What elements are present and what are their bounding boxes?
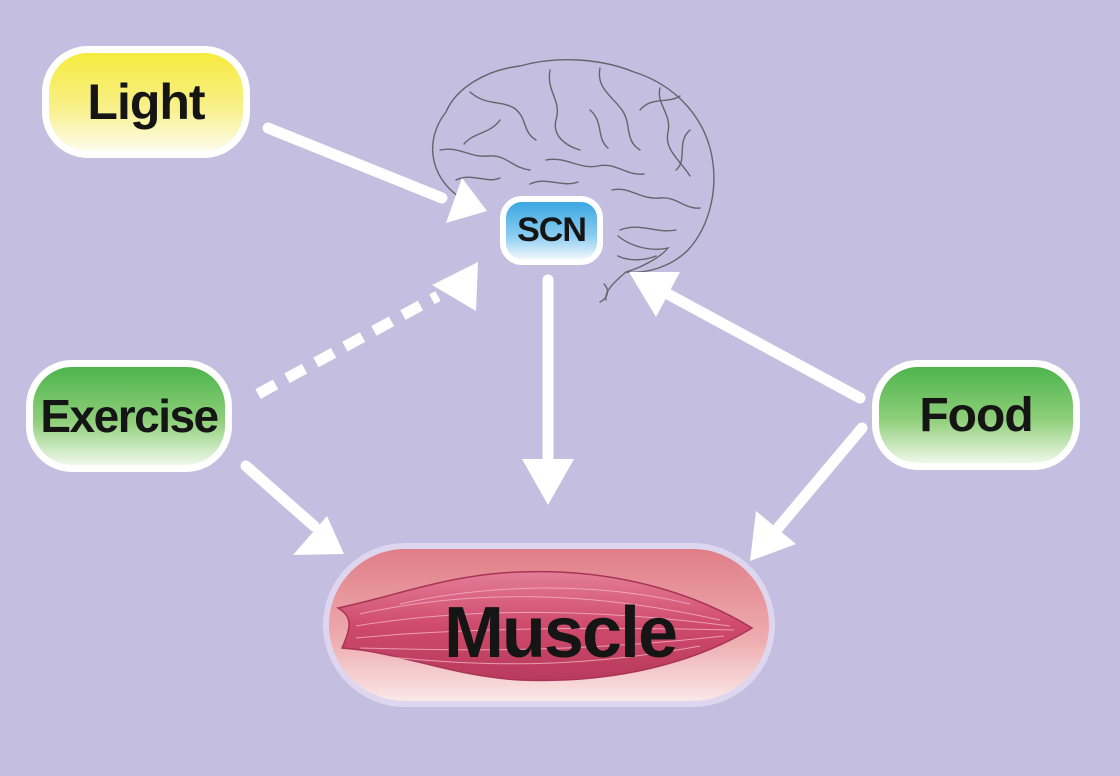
arrows [240, 122, 868, 561]
arrow-food-to-scn-head [629, 272, 680, 317]
arrow-food-to-muscle [772, 422, 868, 534]
exercise-label: Exercise [40, 390, 219, 442]
arrow-light-to-scn-head [446, 178, 487, 223]
arrow-scn-to-muscle-head [522, 459, 574, 505]
muscle-node [323, 543, 775, 707]
arrow-food-to-muscle-head [750, 511, 796, 561]
arrow-exercise-to-scn [255, 291, 441, 399]
arrow-light-to-scn [262, 122, 448, 204]
arrow-exercise-to-muscle [240, 460, 320, 532]
arrow-exercise-to-scn-head [432, 262, 478, 311]
exercise-node: Exercise [26, 360, 232, 472]
arrow-food-to-scn [658, 286, 866, 404]
light-label: Light [87, 74, 205, 130]
brain-icon [432, 59, 715, 303]
muscle-icon [335, 570, 754, 682]
food-label: Food [919, 388, 1033, 442]
scn-node: SCN [500, 196, 603, 265]
muscle-label: Muscle [443, 593, 678, 673]
scn-label: SCN [517, 211, 587, 249]
food-node: Food [872, 360, 1080, 470]
arrow-exercise-to-muscle-head [293, 516, 344, 555]
light-node: Light [42, 46, 250, 158]
